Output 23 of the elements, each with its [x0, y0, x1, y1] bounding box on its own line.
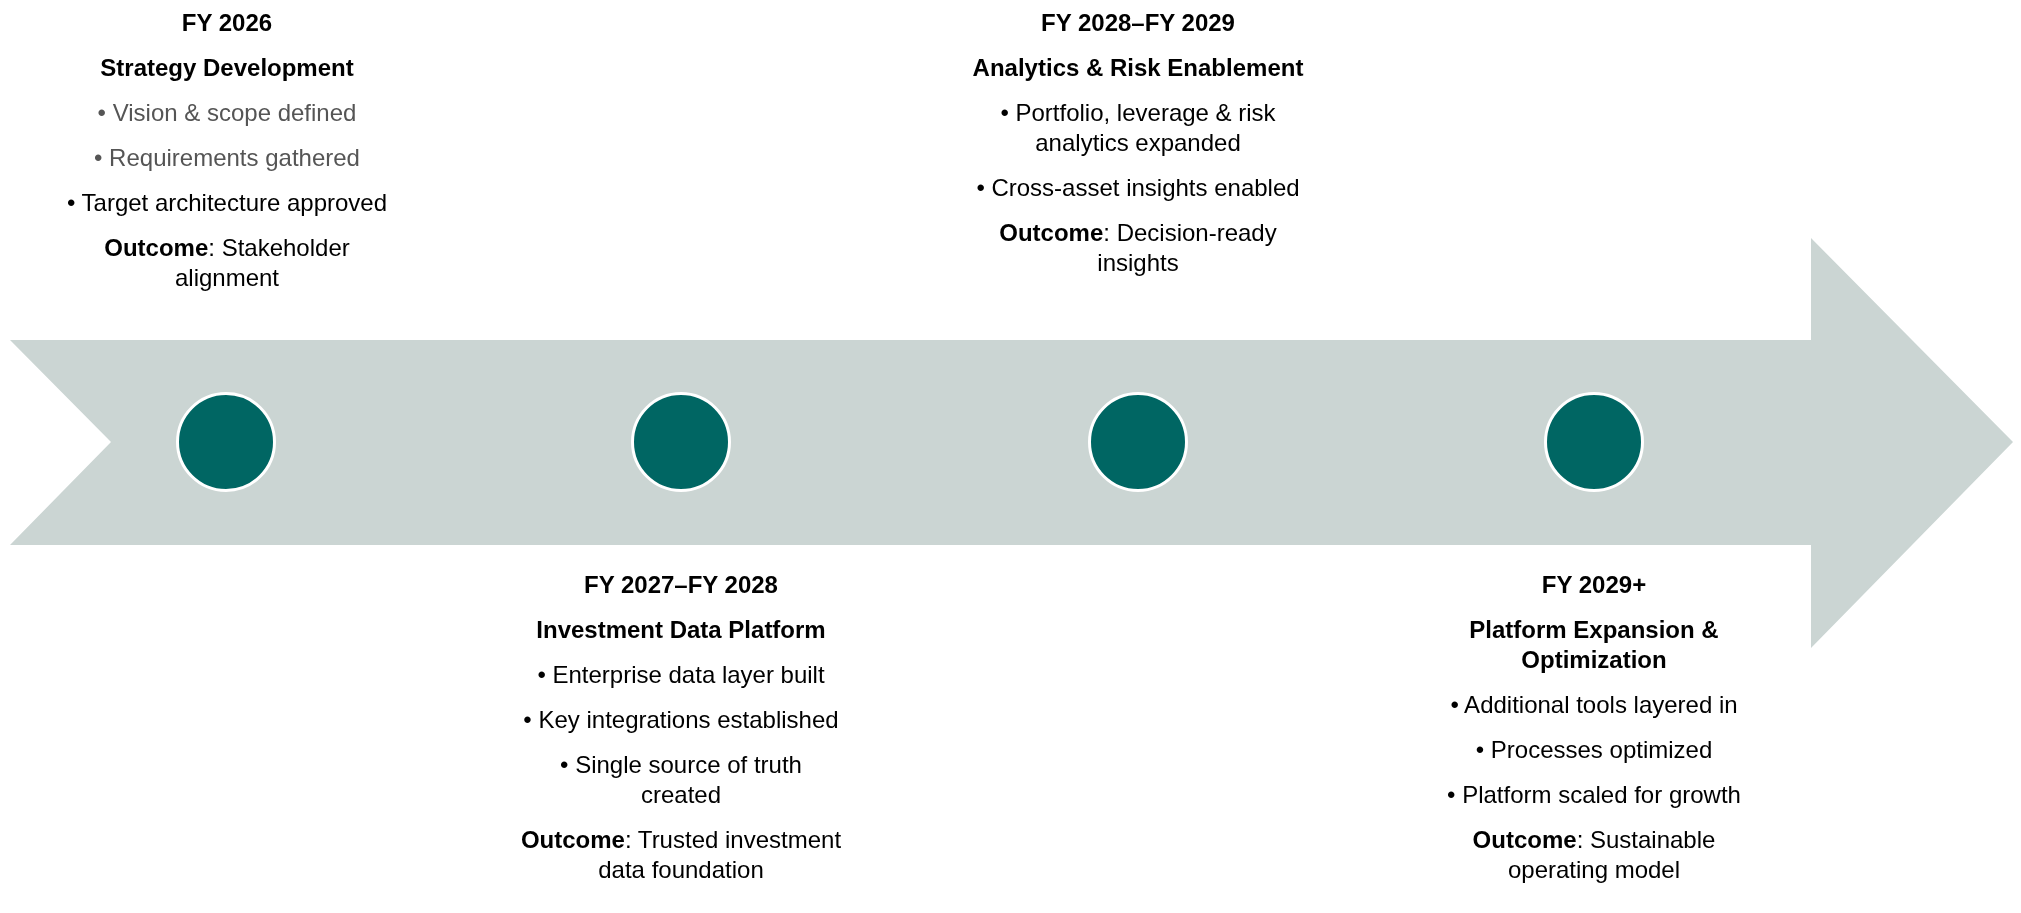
- phase-title: Strategy Development: [100, 53, 354, 83]
- year-heading: FY 2029+: [1541, 570, 1647, 600]
- outcome-text: Outcome: Decision-ready insights: [998, 218, 1278, 278]
- bullet-item: • Portfolio, leverage & risk analytics expanded: [999, 98, 1277, 158]
- outcome-text: Outcome: Stakeholder alignment: [103, 233, 351, 293]
- outcome-text: Outcome: Sustainable operating model: [1471, 825, 1717, 885]
- bullet-item: • Target architecture approved: [66, 188, 388, 218]
- phase-title: Investment Data Platform: [536, 615, 826, 645]
- year-heading: FY 2028–FY 2029: [1041, 8, 1235, 38]
- outcome-text: Outcome: Trusted investment data foundation: [519, 825, 843, 885]
- year-heading: FY 2026: [181, 8, 273, 38]
- bullet-item: • Platform scaled for growth: [1447, 780, 1741, 810]
- bullet-item: • Processes optimized: [1475, 735, 1713, 765]
- phase-title: Analytics & Risk Enablement: [972, 53, 1304, 83]
- bullet-item: • Vision & scope defined: [97, 98, 357, 128]
- bullet-item: • Requirements gathered: [94, 143, 360, 173]
- bullet-item: • Enterprise data layer built: [537, 660, 825, 690]
- year-heading: FY 2027–FY 2028: [584, 570, 778, 600]
- bullet-item: • Key integrations established: [523, 705, 839, 735]
- phase-title: Platform Expansion & Optimization: [1468, 615, 1720, 675]
- bullet-item: • Single source of truth created: [559, 750, 803, 810]
- bullet-item: • Cross-asset insights enabled: [976, 173, 1300, 203]
- bullet-item: • Additional tools layered in: [1450, 690, 1738, 720]
